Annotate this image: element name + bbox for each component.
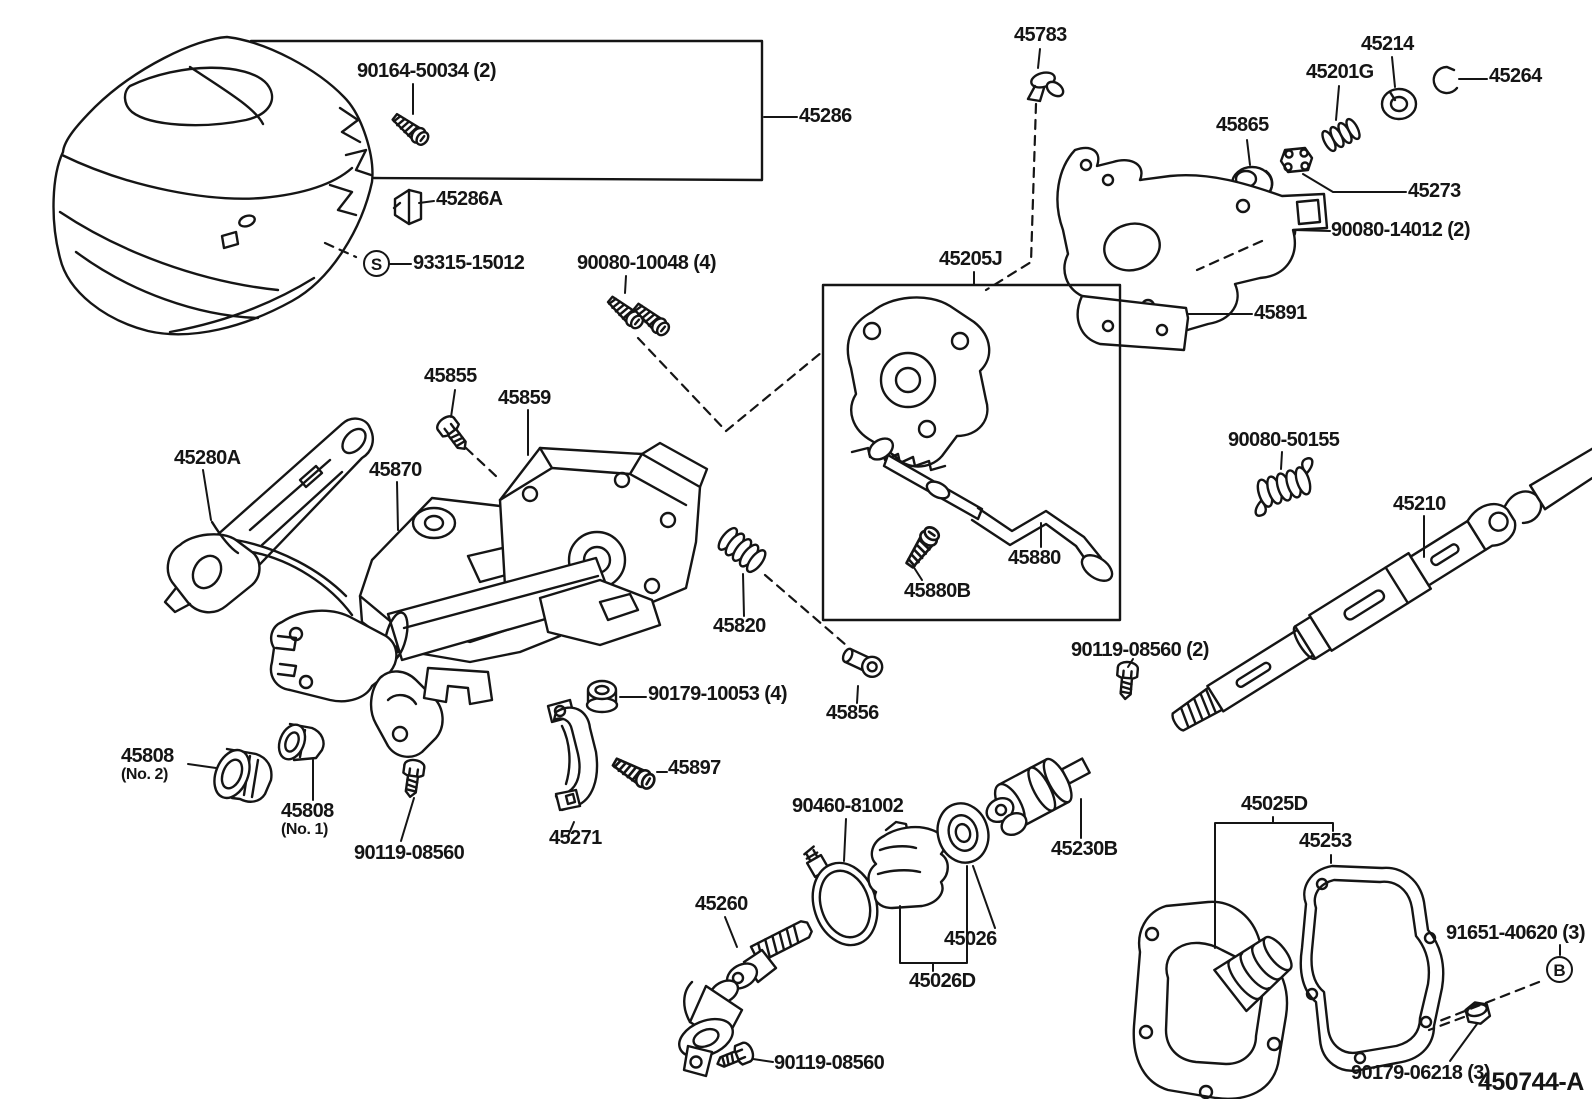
column-lower-assembly xyxy=(269,556,662,758)
drawing-column-cover xyxy=(52,35,374,336)
part-label-90080-50155: 90080-50155 xyxy=(1228,429,1340,451)
part-label-45859: 45859 xyxy=(498,387,551,409)
ujoint-45230b xyxy=(985,757,1091,837)
bolt-45856-icon xyxy=(841,647,884,679)
part-label-45897: 45897 xyxy=(668,757,721,779)
snap-ring-45264-icon xyxy=(1432,65,1459,95)
washer-45214-icon xyxy=(1380,87,1418,121)
part-label-90179-10053: 90179-10053 (4) xyxy=(648,683,788,705)
screw-45897-icon xyxy=(609,753,659,794)
part-label-45808-no1: 45808 (No. 1) xyxy=(281,801,334,839)
figure-code: 450744-A xyxy=(1478,1068,1584,1096)
main-shaft-45210 xyxy=(1171,443,1592,732)
flange-45025d xyxy=(1132,900,1293,1099)
part-label-93315-15012: 93315-15012 xyxy=(413,252,525,274)
bushing-45808-no2-icon xyxy=(213,747,273,803)
part-label-90119-08560-b: 90119-08560 xyxy=(774,1052,885,1074)
part-label-45230b: 45230B xyxy=(1051,838,1118,860)
part-label-45273: 45273 xyxy=(1408,180,1461,202)
part-label-45808-no2: 45808 (No. 2) xyxy=(121,746,174,784)
part-label-45280a: 45280A xyxy=(174,447,241,469)
part-label-45260: 45260 xyxy=(695,893,748,915)
part-label-45783: 45783 xyxy=(1014,24,1067,46)
bolt-90119-08560-a-icon xyxy=(398,757,427,800)
part-label-45205j: 45205J xyxy=(939,248,1003,270)
nut-90179-10053-icon xyxy=(585,679,619,714)
symbol-b-circle: B xyxy=(1546,956,1573,983)
part-label-91651-40620: 91651-40620 (3) xyxy=(1446,922,1586,944)
part-label-45880b: 45880B xyxy=(904,580,971,602)
assembly-box-45205j xyxy=(821,283,1122,622)
part-label-45808-no1-sub: (No. 1) xyxy=(281,821,328,838)
seal-45026-icon xyxy=(936,802,990,864)
part-label-90119-08560-2: 90119-08560 (2) xyxy=(1071,639,1209,661)
part-label-45855: 45855 xyxy=(424,365,477,387)
part-label-45808-no1-main: 45808 xyxy=(281,800,334,822)
part-label-45865: 45865 xyxy=(1216,114,1269,136)
spring-90080-50155-icon xyxy=(1254,457,1314,517)
part-label-90460-81002: 90460-81002 xyxy=(792,795,904,817)
clip-45783-icon xyxy=(1026,71,1065,103)
dashed-lines xyxy=(323,102,1541,1032)
part-label-45286: 45286 xyxy=(799,105,852,127)
clamp-ring-90460-icon xyxy=(803,845,879,947)
part-label-45808-no2-main: 45808 xyxy=(121,745,174,767)
part-label-45214: 45214 xyxy=(1361,33,1414,55)
part-label-45026d: 45026D xyxy=(909,970,976,992)
clip-45286a-icon xyxy=(392,188,423,226)
part-label-45271: 45271 xyxy=(549,827,602,849)
part-label-90080-14012: 90080-14012 (2) xyxy=(1331,219,1471,241)
tube-45280a xyxy=(163,417,374,617)
part-label-45891: 45891 xyxy=(1254,302,1307,324)
ujoint-45260 xyxy=(678,920,813,1078)
part-label-45870: 45870 xyxy=(369,459,422,481)
part-label-90080-10048: 90080-10048 (4) xyxy=(577,252,717,274)
part-label-45286a: 45286A xyxy=(436,188,503,210)
screw-90164-icon xyxy=(388,109,433,150)
spring-45201g-icon xyxy=(1321,117,1361,153)
bushing-45808-no1-icon xyxy=(277,722,325,762)
symbol-s-circle: S xyxy=(363,250,390,277)
part-label-45026: 45026 xyxy=(944,928,997,950)
gasket-45253 xyxy=(1299,864,1445,1072)
spring-45820-icon xyxy=(717,526,767,574)
part-label-45820: 45820 xyxy=(713,615,766,637)
part-label-45025d: 45025D xyxy=(1241,793,1308,815)
part-label-45808-no2-sub: (No. 2) xyxy=(121,766,168,783)
part-label-90179-06218: 90179-06218 (3) xyxy=(1351,1062,1491,1084)
part-label-90119-08560-a: 90119-08560 xyxy=(354,842,465,864)
callout-box-45286 xyxy=(249,39,764,182)
part-label-45264: 45264 xyxy=(1489,65,1542,87)
boot-45026-icon xyxy=(867,820,949,910)
part-label-90164-50034: 90164-50034 (2) xyxy=(357,60,497,82)
bracket-45891 xyxy=(1056,146,1329,352)
part-label-45856: 45856 xyxy=(826,702,879,724)
part-label-45210: 45210 xyxy=(1393,493,1446,515)
part-label-45253: 45253 xyxy=(1299,830,1352,852)
part-label-45201g: 45201G xyxy=(1306,61,1374,83)
clamp-45271 xyxy=(546,698,599,812)
leader-lines xyxy=(187,48,1561,1063)
part-label-45880: 45880 xyxy=(1008,547,1061,569)
spider-45273-icon xyxy=(1279,146,1314,174)
bolt-90119-08560-2-icon xyxy=(1114,659,1140,701)
nut-90179-06218-icon xyxy=(1464,1001,1492,1025)
